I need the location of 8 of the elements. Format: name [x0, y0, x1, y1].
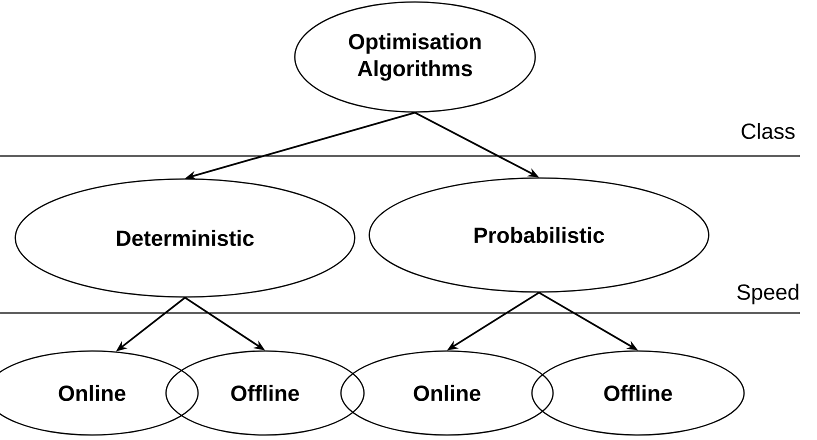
ellipse-node: Probabilistic: [368, 177, 710, 293]
level-label: Speed: [737, 284, 798, 304]
ellipse-node: Offline: [531, 350, 745, 436]
level-label: Class: [742, 122, 795, 140]
ellipse-node: Online: [340, 350, 554, 436]
ellipse-node: Optimisation Algorithms: [294, 1, 536, 113]
ellipse-node: Offline: [165, 350, 365, 436]
ellipse-node: Deterministic: [14, 178, 356, 298]
